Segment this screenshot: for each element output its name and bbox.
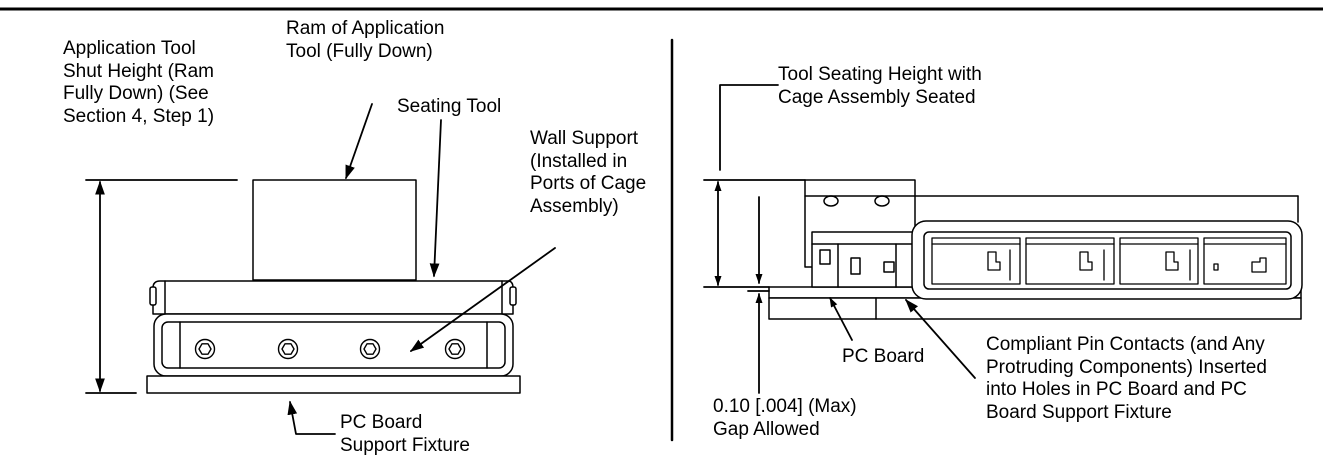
wall-support-leader bbox=[409, 247, 556, 352]
right-small-housing bbox=[811, 231, 919, 288]
screw-head-4 bbox=[444, 338, 466, 360]
right-leaders bbox=[829, 297, 976, 379]
seating-tool-label: Seating Tool bbox=[397, 96, 502, 117]
wall-support-screw-heads bbox=[194, 338, 466, 360]
pin-contacts-leader bbox=[905, 298, 976, 379]
ram-leader bbox=[345, 103, 373, 180]
ram-block bbox=[252, 179, 417, 281]
ram-label: Ram of Application Tool (Fully Down) bbox=[286, 18, 445, 62]
screw-head-2 bbox=[277, 338, 299, 360]
gap-label: 0.10 [.004] (Max) Gap Allowed bbox=[713, 396, 857, 440]
wall-support-label: Wall Support (Installed in Ports of Cage… bbox=[530, 128, 647, 217]
screw-head-1 bbox=[194, 338, 216, 360]
shut-height-dimension bbox=[85, 179, 238, 394]
fixture-leader bbox=[287, 400, 336, 435]
pin-contacts-label: Compliant Pin Contacts (and Any Protrudi… bbox=[986, 334, 1267, 423]
right-view-assembly bbox=[768, 179, 1303, 320]
seating-height-label: Tool Seating Height with Cage Assembly S… bbox=[778, 64, 982, 108]
support-fixture-block bbox=[146, 375, 521, 394]
seating-height-dimension bbox=[703, 84, 806, 288]
gap-dimension bbox=[747, 196, 770, 394]
seating-tool-leader bbox=[429, 119, 442, 278]
pc-board-leader bbox=[829, 297, 853, 341]
right-support-fixture bbox=[768, 297, 1302, 320]
left-leaders bbox=[287, 103, 556, 435]
left-view-assembly bbox=[146, 179, 521, 394]
fixture-label: PC Board Support Fixture bbox=[340, 412, 470, 456]
screw-head-3 bbox=[359, 338, 381, 360]
shut-height-label: Application Tool Shut Height (Ram Fully … bbox=[63, 38, 215, 127]
right-cage-ports bbox=[931, 237, 1287, 285]
pc-board-label: PC Board bbox=[842, 346, 925, 367]
seating-tool-body bbox=[152, 280, 514, 315]
